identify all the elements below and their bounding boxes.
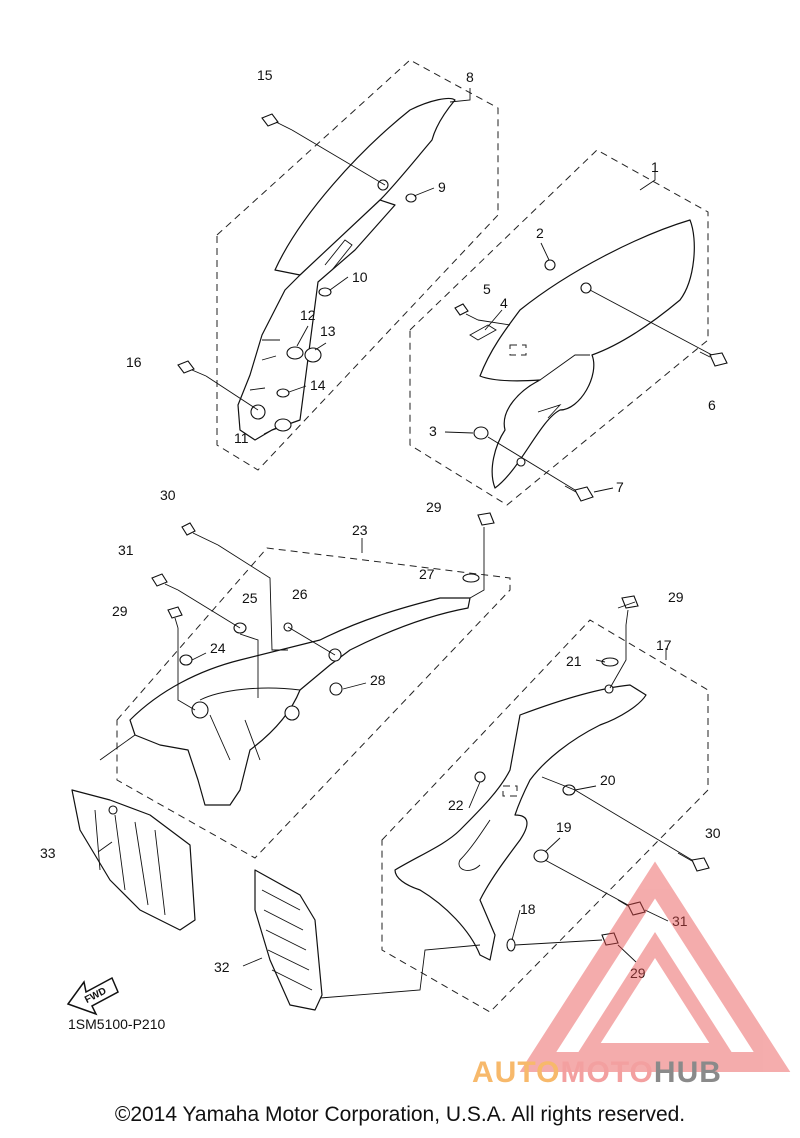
- callout-29-right: 29: [668, 589, 684, 605]
- callout-30-top: 30: [160, 487, 176, 503]
- watermark-hub: HUB: [653, 1056, 722, 1089]
- callout-3: 3: [429, 423, 437, 439]
- callout-11: 11: [234, 430, 249, 446]
- radiator-cover-33: [71, 789, 196, 931]
- callout-4: 4: [500, 295, 508, 311]
- callout-29-left: 29: [112, 603, 128, 619]
- callout-17: 17: [656, 637, 672, 653]
- diagram-code: 1SM5100-P210: [68, 1016, 166, 1032]
- assembly-outline-8: [216, 59, 499, 471]
- watermark-triangle-icon: [519, 861, 791, 1072]
- callout-6: 6: [708, 397, 716, 413]
- callout-12: 12: [300, 307, 316, 323]
- callout-31-bottom: 31: [672, 913, 688, 929]
- callout-30-bottom: 30: [705, 825, 721, 841]
- callout-29-bottom: 29: [630, 965, 646, 981]
- assembly-outline-17: [381, 619, 709, 1013]
- callout-7: 7: [616, 479, 624, 495]
- callout-20: 20: [600, 772, 616, 788]
- callout-19: 19: [556, 819, 572, 835]
- bracket-23: [129, 597, 471, 806]
- callout-25: 25: [242, 590, 258, 606]
- callout-10: 10: [352, 269, 368, 285]
- callout-18: 18: [520, 901, 536, 917]
- callout-33: 33: [40, 845, 56, 861]
- copyright-notice: ©2014 Yamaha Motor Corporation, U.S.A. A…: [114, 1103, 686, 1126]
- callout-23: 23: [352, 522, 368, 538]
- watermark-auto: AUTO: [472, 1056, 561, 1089]
- callout-28: 28: [370, 672, 386, 688]
- watermark-logo-text: AUTOMOTOHUB: [472, 1056, 722, 1090]
- callout-2: 2: [536, 225, 544, 241]
- assembly-outline-23: [116, 547, 511, 859]
- callout-1: 1: [651, 159, 659, 175]
- callout-5: 5: [483, 281, 491, 297]
- callout-14: 14: [310, 377, 326, 393]
- side-cover-17: [394, 684, 647, 961]
- callout-13: 13: [320, 323, 336, 339]
- callout-22: 22: [448, 797, 464, 813]
- callouts: 1 2 3 4 5 6 7 8 9 10 11 12 13 14 15 16 1…: [40, 67, 721, 981]
- callout-24: 24: [210, 640, 226, 656]
- fwd-arrow-icon: FWD: [66, 976, 119, 1016]
- callout-32: 32: [214, 959, 230, 975]
- callout-15: 15: [257, 67, 273, 83]
- watermark-moto: MOTO: [560, 1056, 654, 1089]
- side-cover-1: [479, 219, 695, 489]
- callout-16: 16: [126, 354, 142, 370]
- callout-26: 26: [292, 586, 308, 602]
- callout-27: 27: [419, 566, 435, 582]
- callout-8: 8: [466, 69, 474, 85]
- leader-lines: [97, 88, 713, 999]
- callout-21: 21: [566, 653, 582, 669]
- callout-31-top: 31: [118, 542, 134, 558]
- callout-29-top: 29: [426, 499, 442, 515]
- radiator-louver-32: [254, 869, 323, 1011]
- callout-9: 9: [438, 179, 446, 195]
- side-cover-8: [237, 97, 456, 441]
- assembly-outline-1: [409, 149, 709, 506]
